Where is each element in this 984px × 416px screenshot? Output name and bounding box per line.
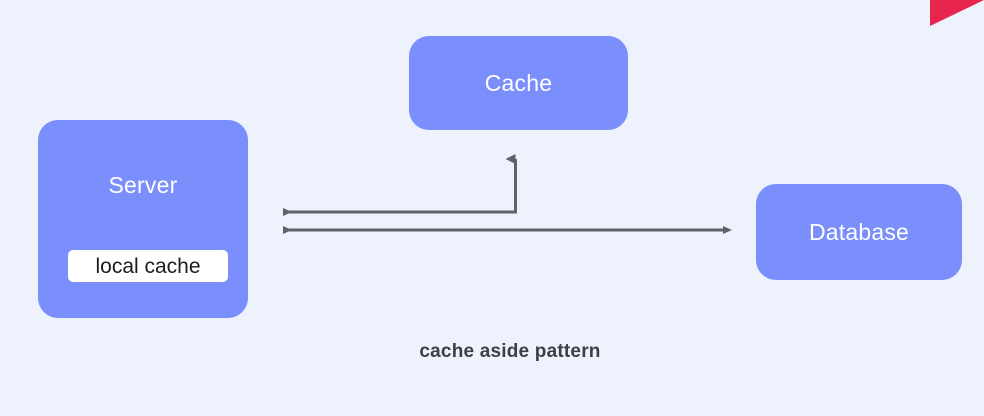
- node-database-label: Database: [808, 218, 910, 245]
- red-triangle-icon: [930, 0, 984, 26]
- node-server[interactable]: Server local cache: [38, 120, 248, 318]
- node-cache[interactable]: Cache: [409, 36, 628, 130]
- badge-local-cache-label: local cache: [95, 254, 201, 278]
- diagram-caption: cache aside pattern: [419, 341, 601, 362]
- connector-cache-server: [283, 154, 517, 216]
- node-cache-label: Cache: [484, 69, 553, 96]
- node-server-label: Server: [108, 172, 178, 198]
- node-database[interactable]: Database: [756, 184, 962, 280]
- badge-local-cache: local cache: [68, 250, 228, 282]
